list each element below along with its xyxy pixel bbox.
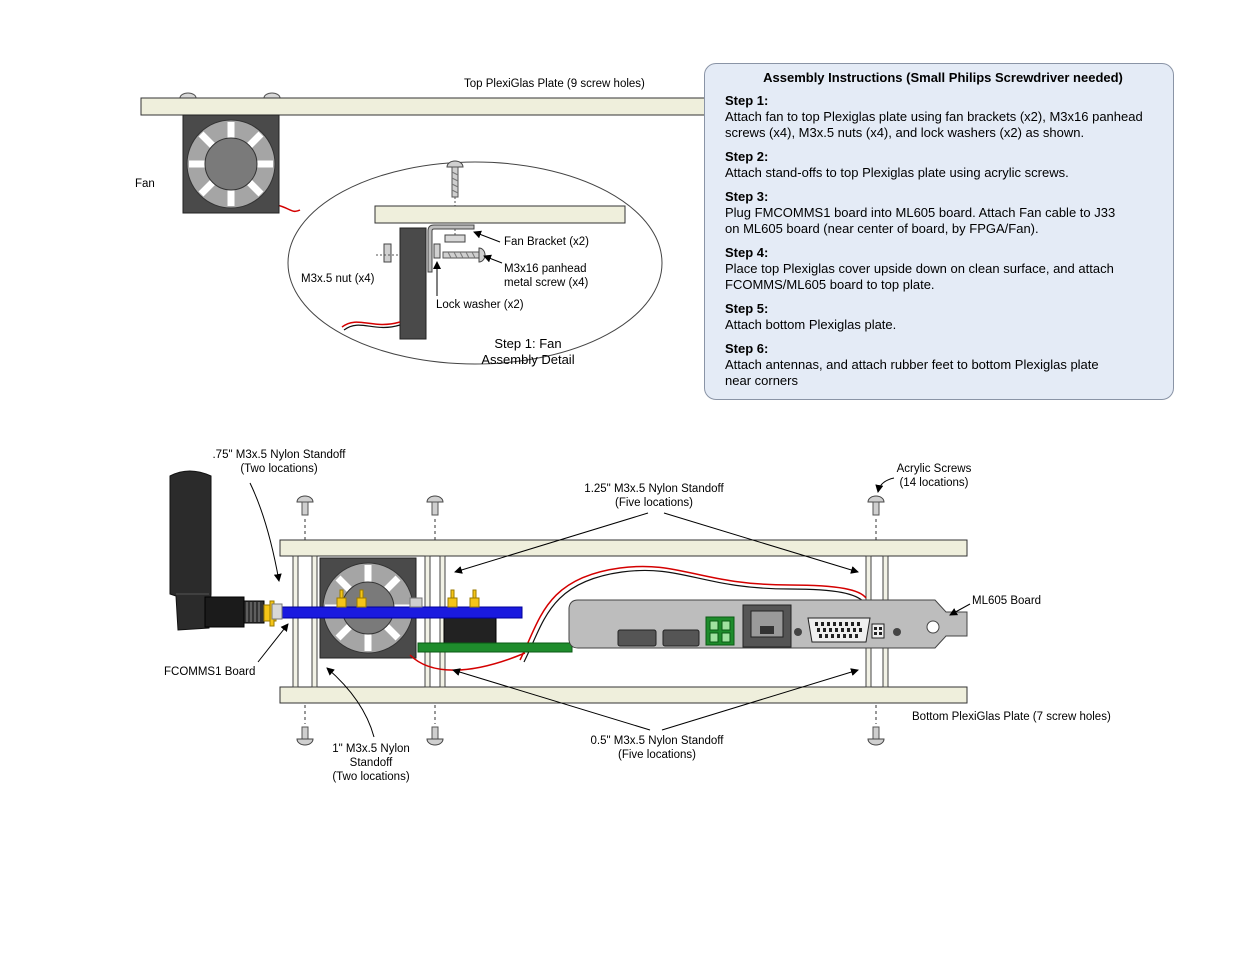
- standoff-05-leader-right: [661, 668, 859, 731]
- fmcomms1-leader: [257, 623, 289, 663]
- instructions-title: Assembly Instructions (Small Philips Scr…: [763, 70, 1123, 85]
- top-plate-label: Top PlexiGlas Plate (9 screw holes): [464, 78, 645, 90]
- lock-washer-icon: [433, 243, 441, 259]
- standoff-075-leader: [249, 482, 282, 582]
- detail-fan-side: [341, 227, 427, 340]
- top-plexiglas-plate: [140, 92, 712, 116]
- instruction-step: Step 2: Attach stand-offs to top Plexigl…: [725, 149, 1161, 181]
- ml605-leader: [949, 603, 971, 616]
- lock-washer-label: Lock washer (x2): [436, 299, 524, 311]
- standoff-1-label-line1: 1" M3x.5 Nylon: [332, 743, 410, 755]
- screw-label-line1: M3x16 panhead: [504, 263, 586, 275]
- bottom-plate-label: Bottom PlexiGlas Plate (7 screw holes): [912, 711, 1111, 723]
- instruction-step: Step 5: Attach bottom Plexiglas plate.: [725, 301, 1161, 333]
- fan-bracket-leader: [473, 230, 501, 243]
- fan-icon: [182, 114, 301, 214]
- instruction-step: Step 1: Attach fan to top Plexiglas plat…: [725, 93, 1161, 141]
- standoff-1-label-line2: Standoff: [350, 757, 393, 769]
- ml605-board: [568, 599, 968, 649]
- screw-leader: [483, 254, 503, 264]
- step-heading: Step 3:: [725, 189, 769, 204]
- standoff-125-leader-right: [663, 512, 859, 574]
- standoff-1-leader: [326, 667, 375, 738]
- fan-bracket-icon: [427, 224, 475, 273]
- step-text: Attach bottom Plexiglas plate.: [725, 317, 897, 332]
- detail-title-line1: Step 1: Fan: [494, 336, 561, 351]
- fan-assembly-detail-callout: [287, 161, 663, 365]
- step-text: Attach fan to top Plexiglas plate using …: [725, 109, 1143, 140]
- ml605-label: ML605 Board: [972, 595, 1041, 607]
- acrylic-screws-label-line2: (14 locations): [899, 477, 968, 489]
- instruction-step: Step 6: Attach antennas, and attach rubb…: [725, 341, 1161, 389]
- fan-cable-red: [519, 565, 867, 661]
- step-heading: Step 6:: [725, 341, 769, 356]
- nut-label: M3x.5 nut (x4): [301, 273, 375, 285]
- antenna-icon: [169, 470, 277, 631]
- step-text: Plug FMCOMMS1 board into ML605 board. At…: [725, 205, 1116, 236]
- acrylic-screws-bottom: [296, 705, 885, 746]
- acrylic-screws-top: [296, 495, 885, 540]
- fmcomms1-board: [271, 589, 523, 646]
- standoff-05-label-line2: (Five locations): [618, 749, 696, 761]
- fmcomms1-label: FCOMMS1 Board: [164, 666, 255, 678]
- side-top-plate: [279, 539, 968, 557]
- bottom-plexiglas-plate: [279, 686, 968, 704]
- instruction-step: Step 4: Place top Plexiglas cover upside…: [725, 245, 1161, 293]
- step-text: Attach antennas, and attach rubber feet …: [725, 357, 1099, 388]
- detail-title-line2: Assembly Detail: [481, 352, 574, 367]
- acrylic-screw-leader: [875, 477, 895, 493]
- standoff-1-label-line3: (Two locations): [332, 771, 410, 783]
- fan-bracket-label: Fan Bracket (x2): [504, 236, 589, 248]
- detail-screw-top: [446, 160, 464, 235]
- detail-plate: [374, 205, 626, 224]
- screw-label-line2: metal screw (x4): [504, 277, 589, 289]
- step-heading: Step 5:: [725, 301, 769, 316]
- step-text: Place top Plexiglas cover upside down on…: [725, 261, 1114, 292]
- ml605-pcb-edge: [417, 642, 573, 653]
- standoff-125-label-line2: (Five locations): [615, 497, 693, 509]
- nut-icon: [376, 243, 400, 263]
- step-heading: Step 1:: [725, 93, 769, 108]
- standoff-05-leader-left: [452, 668, 651, 731]
- standoff-05-label-line1: 0.5" M3x.5 Nylon Standoff: [590, 735, 724, 747]
- assembly-instructions-panel: Assembly Instructions (Small Philips Scr…: [704, 63, 1174, 400]
- acrylic-screws-label-line1: Acrylic Screws: [897, 463, 972, 475]
- step-text: Attach stand-offs to top Plexiglas plate…: [725, 165, 1069, 180]
- standoff-125-leader-left: [454, 512, 649, 574]
- standoff-075-label-line2: (Two locations): [240, 463, 318, 475]
- instruction-step: Step 3: Plug FMCOMMS1 board into ML605 b…: [725, 189, 1161, 237]
- fan-label: Fan: [135, 178, 155, 190]
- step-heading: Step 2:: [725, 149, 769, 164]
- fan-cable-black: [523, 569, 865, 663]
- step-heading: Step 4:: [725, 245, 769, 260]
- standoff-125-label-line1: 1.25" M3x.5 Nylon Standoff: [584, 483, 724, 495]
- standoff-075-label-line1: .75" M3x.5 Nylon Standoff: [212, 449, 346, 461]
